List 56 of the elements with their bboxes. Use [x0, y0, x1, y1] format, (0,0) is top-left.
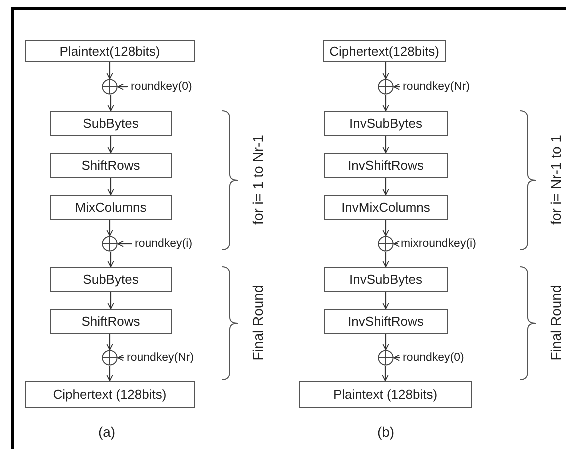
- process-box: Ciphertext (128bits): [25, 381, 195, 408]
- xor-symbol: [102, 79, 118, 95]
- loop-label: for i= 1 to Nr-1: [250, 135, 266, 225]
- arrow: [108, 292, 114, 310]
- process-box: SubBytes: [50, 267, 172, 292]
- xor-symbol: [102, 350, 118, 366]
- arrow: [108, 178, 114, 196]
- key-label: roundkey(Nr): [403, 80, 478, 94]
- arrow: [106, 220, 114, 236]
- arrow: [118, 240, 132, 248]
- arrow: [382, 366, 389, 382]
- key-label: roundkey(i): [135, 237, 215, 251]
- key-label: roundkey(0): [131, 80, 201, 94]
- arrow: [106, 62, 114, 80]
- arrow: [108, 136, 114, 154]
- key-label: mixroundkey(i): [401, 237, 493, 251]
- xor-symbol: [102, 236, 118, 252]
- panel-label: (b): [377, 424, 395, 440]
- key-label: roundkey(0): [403, 351, 478, 365]
- process-box: ShiftRows: [50, 309, 172, 334]
- process-box: InvShiftRows: [324, 153, 448, 178]
- arrow: [382, 95, 390, 112]
- arrow: [106, 366, 114, 382]
- process-box: InvSubBytes: [324, 267, 448, 292]
- panel-label: (a): [98, 424, 116, 440]
- arrow: [382, 136, 390, 154]
- arrow: [382, 62, 390, 80]
- arrow: [394, 240, 400, 248]
- process-box: Ciphertext(128bits): [323, 40, 446, 62]
- arrow: [382, 334, 390, 350]
- arrow: [118, 84, 128, 90]
- process-box: InvMixColumns: [324, 195, 448, 220]
- arrow: [106, 334, 114, 350]
- process-box: Plaintext (128bits): [299, 381, 472, 408]
- loop-label: for i= Nr-1 to 1: [548, 135, 564, 225]
- process-box: MixColumns: [50, 195, 172, 220]
- arrow: [382, 178, 390, 196]
- xor-symbol: [378, 79, 394, 95]
- process-box: ShiftRows: [50, 153, 172, 178]
- arrow: [394, 84, 400, 90]
- process-box: Plaintext(128bits): [25, 40, 195, 62]
- process-box: InvSubBytes: [324, 111, 448, 136]
- arrow: [394, 354, 400, 362]
- arrow: [382, 292, 390, 310]
- arrow: [108, 95, 114, 112]
- process-box: InvShiftRows: [324, 309, 448, 334]
- process-box: SubBytes: [50, 111, 172, 136]
- key-label: roundkey(Nr): [127, 351, 209, 365]
- arrow: [382, 252, 390, 268]
- loop-label: Final Round: [250, 285, 266, 361]
- loop-label: Final Round: [548, 285, 564, 361]
- arrow: [118, 354, 124, 362]
- arrow: [108, 252, 114, 268]
- arrow: [382, 220, 390, 236]
- xor-symbol: [378, 350, 394, 366]
- xor-symbol: [378, 236, 394, 252]
